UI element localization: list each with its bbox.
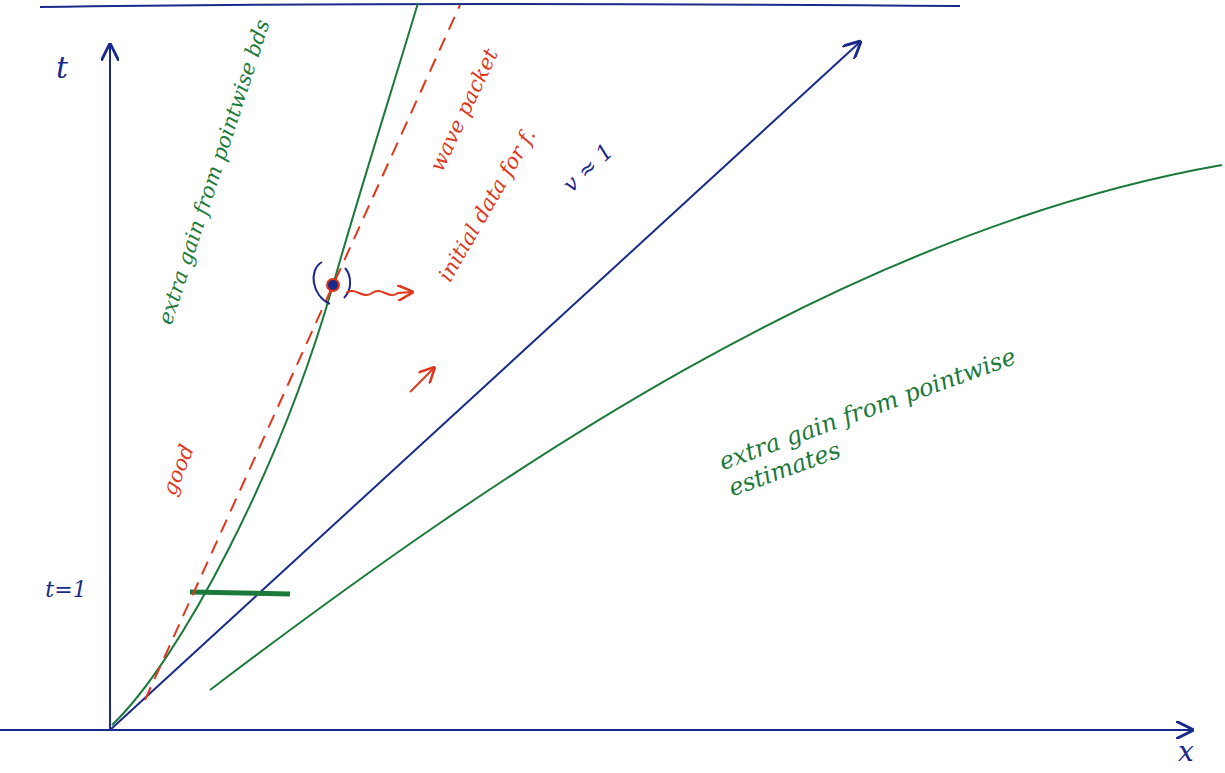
time-slice-bar bbox=[190, 592, 290, 594]
direction-arrow bbox=[410, 368, 434, 392]
region-note: extra gain from pointwise bds bbox=[153, 17, 274, 328]
region-note: extra gain from pointwise estimates bbox=[716, 338, 1045, 503]
axis-label: x bbox=[1178, 736, 1194, 768]
speed-label: v ≈ 1 bbox=[558, 139, 618, 198]
packet-note: good bbox=[157, 441, 199, 498]
top-rule bbox=[40, 4, 960, 7]
axis-label: t bbox=[56, 51, 68, 86]
wave-packet-path bbox=[145, 5, 460, 700]
packet-note: wave packet bbox=[425, 45, 503, 176]
packet-dot bbox=[327, 279, 339, 291]
time-label: t=1 bbox=[45, 577, 86, 602]
boundary-curve bbox=[210, 165, 1222, 690]
boundary-curve bbox=[112, 3, 418, 725]
bracket bbox=[314, 262, 351, 304]
x-axis bbox=[0, 729, 1192, 731]
pointer-arrow bbox=[346, 291, 412, 295]
t-axis bbox=[109, 45, 111, 730]
